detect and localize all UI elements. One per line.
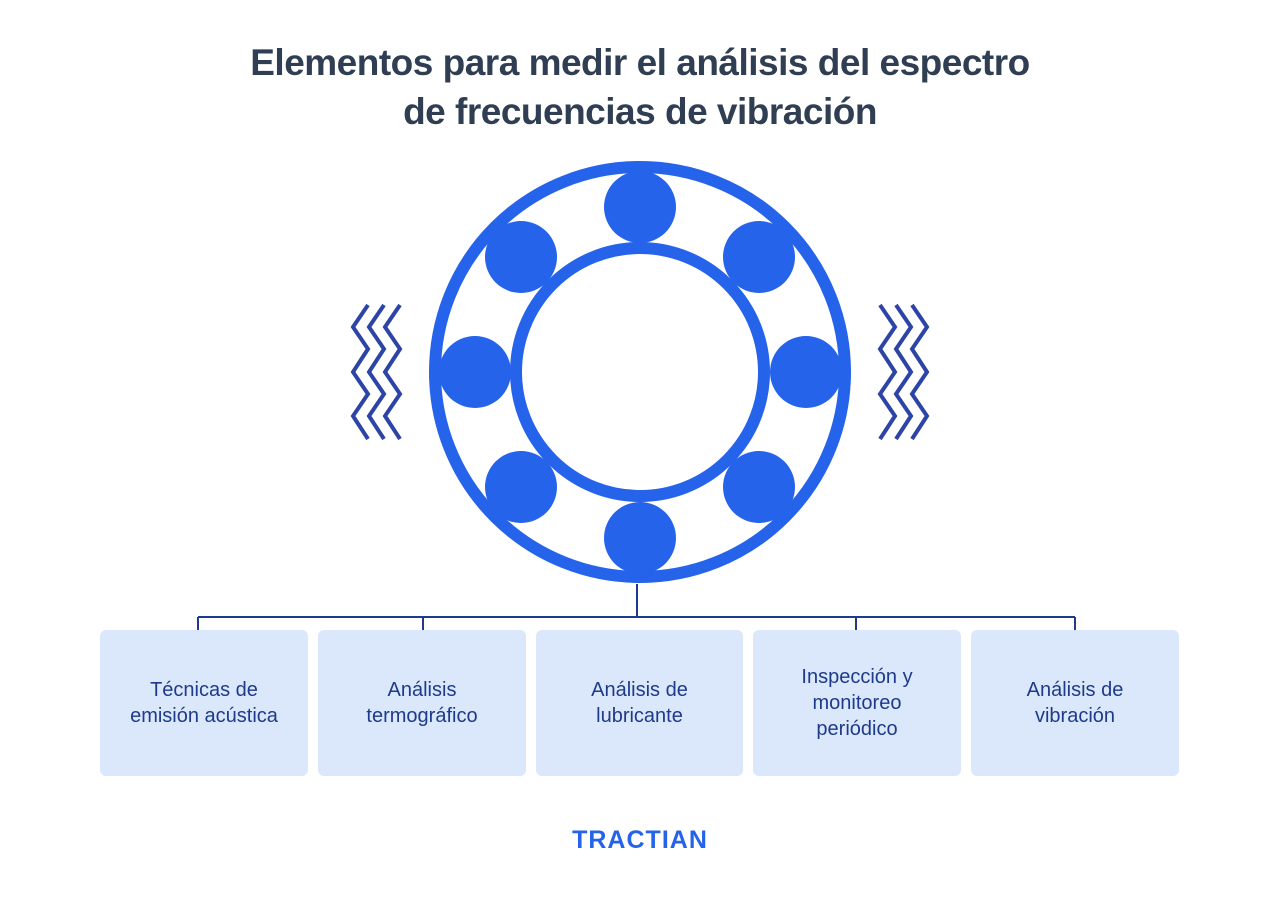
diagram-title: Elementos para medir el análisis del esp… [140,38,1140,136]
card-tecnicas-emision-acustica: Técnicas de emisión acústica [100,630,308,776]
vibration-zigzag-line [350,303,371,441]
vibration-zigzag-line [366,303,387,441]
card-analisis-vibracion: Análisis de vibración [971,630,1179,776]
connector-lines [197,584,1076,633]
vibration-zigzag-icon-left [350,303,403,441]
bearing-ball [604,502,676,574]
vibration-zigzag-line [382,303,403,441]
card-label-line: Análisis de [1026,679,1124,701]
bearing-balls [439,171,842,574]
bearing-ball [485,451,557,523]
card-label-line: Técnicas de [150,679,258,701]
card-label-line: Inspección y [801,666,913,688]
bearing-ball [723,221,795,293]
card-label-line: emisión acústica [130,705,278,727]
tractian-logo: TRACTIAN [572,826,708,854]
card-label-line: vibración [1034,705,1116,727]
vibration-zigzag-line [893,303,914,441]
card-label-line: Análisis de [591,679,688,701]
card-label-line: lubricante [596,705,683,727]
bearing-outer-ring [429,161,851,583]
title-line-2: de frecuencias de vibración [403,91,877,132]
card-label-line: termográfico [366,705,478,727]
bearing-ball [604,171,676,243]
card-label-line: periódico [816,718,898,740]
bearing-ball [770,336,842,408]
title-line-1: Elementos para medir el análisis del esp… [250,42,1030,83]
vibration-zigzag-line [877,303,898,441]
card-label-line: Análisis [387,679,457,701]
vibration-zigzag-icon-right [877,303,930,441]
ball-bearing-icon [429,161,851,583]
bearing-ball [439,336,511,408]
bearing-ball [485,221,557,293]
card-label-line: monitoreo [812,692,902,714]
card-analisis-lubricante: Análisis de lubricante [536,630,743,776]
bearing-ball [723,451,795,523]
card-inspeccion-monitoreo: Inspección y monitoreo periódico [753,630,961,776]
bearing-inner-ring [510,242,770,502]
vibration-zigzag-line [909,303,930,441]
card-analisis-termografico: Análisis termográfico [318,630,526,776]
